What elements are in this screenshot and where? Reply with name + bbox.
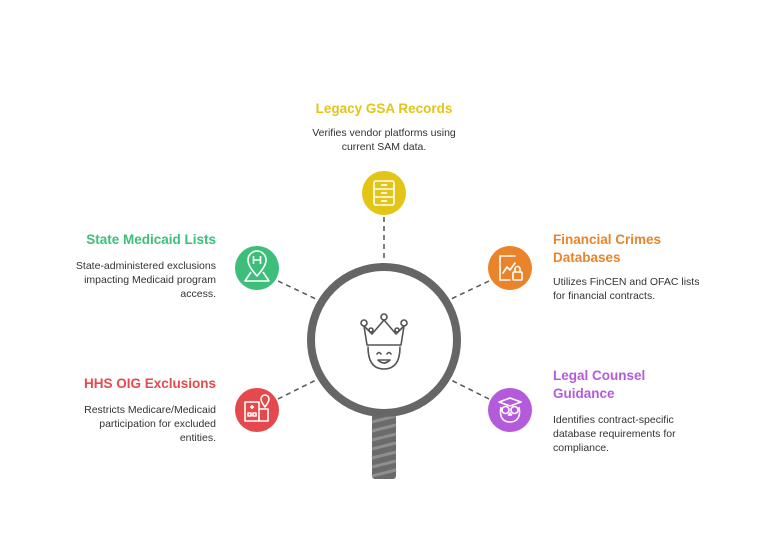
gsa-description: Verifies vendor platforms using current …	[284, 126, 484, 154]
medicaid-title: State Medicaid Lists	[86, 232, 216, 247]
hhs-node	[235, 388, 279, 432]
hhs-desc-line: Restricts Medicare/Medicaid	[84, 404, 216, 416]
financial-desc-line: Utilizes FinCEN and OFAC lists	[553, 276, 700, 288]
legal-title-line: Legal Counsel	[553, 368, 646, 383]
financial-node	[488, 246, 532, 290]
medicaid-node	[235, 246, 279, 290]
file-cabinet-icon	[373, 180, 395, 206]
legal-desc-line: compliance.	[553, 442, 610, 454]
hospital-map-pin-icon	[244, 250, 270, 282]
connector-medicaid	[277, 280, 317, 300]
gsa-desc-line: Verifies vendor platforms using	[312, 127, 456, 139]
financial-description: Utilizes FinCEN and OFAC lists for finan…	[553, 275, 743, 303]
owl-icon	[498, 397, 522, 423]
legal-description: Identifies contract-specific database re…	[553, 413, 743, 455]
legal-title-line: Guidance	[553, 386, 615, 401]
connector-hhs	[277, 379, 317, 400]
hhs-desc-line: participation for excluded	[99, 418, 216, 430]
financial-title-line: Financial Crimes	[553, 232, 662, 247]
hhs-desc-line: entities.	[179, 432, 216, 444]
medicaid-desc-line: access.	[180, 288, 216, 300]
legal-desc-line: database requirements for	[553, 428, 676, 440]
gsa-desc-line: current SAM data.	[341, 141, 427, 153]
connector-financial	[450, 280, 490, 300]
hhs-description: Restricts Medicare/Medicaid participatio…	[50, 403, 216, 445]
medicaid-desc-line: impacting Medicaid program	[84, 274, 216, 286]
hhs-title: HHS OIG Exclusions	[83, 376, 216, 391]
king-icon	[360, 313, 408, 370]
legal-node	[488, 388, 532, 432]
legal-title: Legal Counsel Guidance	[553, 367, 733, 403]
connector-legal	[450, 379, 490, 400]
financial-title: Financial Crimes Databases	[553, 231, 733, 267]
gsa-title: Legacy GSA Records	[315, 101, 453, 116]
hospital-location-icon	[244, 394, 270, 422]
magnifier-lens	[307, 263, 461, 417]
financial-title-line: Databases	[553, 250, 621, 265]
magnifier-handle	[371, 411, 397, 479]
legal-desc-line: Identifies contract-specific	[553, 414, 674, 426]
financial-desc-line: for financial contracts.	[553, 290, 656, 302]
gsa-node	[362, 171, 406, 215]
locked-chart-icon	[499, 255, 523, 281]
medicaid-description: State-administered exclusions impacting …	[50, 259, 216, 301]
medicaid-desc-line: State-administered exclusions	[75, 260, 216, 272]
